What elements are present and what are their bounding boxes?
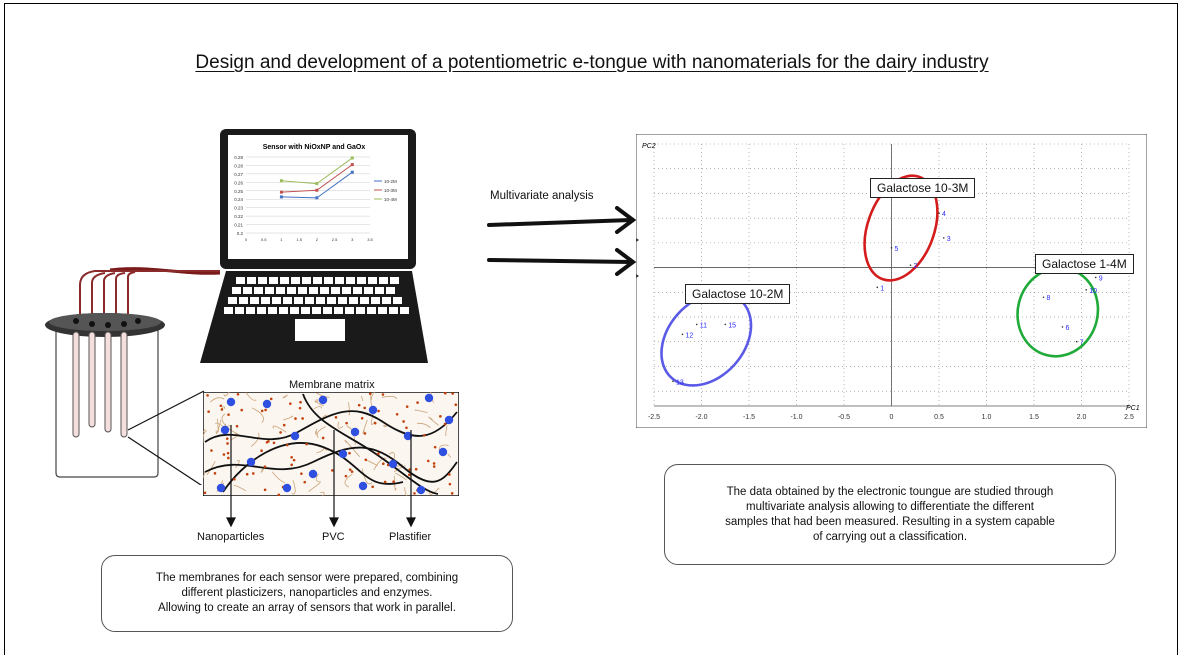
cluster-label: Galactose 10-2M — [685, 284, 791, 304]
laptop-chart-ytick: 0.2 — [237, 231, 244, 236]
analysis-arrows — [487, 206, 637, 276]
page-title: Design and development of a potentiometr… — [195, 52, 989, 73]
laptop-chart-xtick: 2.5 — [332, 237, 338, 242]
laptop-chart-legend: 10-2M — [384, 179, 397, 184]
scatter-point-label: 1 — [880, 285, 884, 292]
laptop-chart-xtick: 1.5 — [296, 237, 302, 242]
scatter-point-label: 12 — [686, 332, 694, 339]
scatter-point-label: 10 — [1089, 288, 1097, 295]
laptop-chart-ytick: 0.28 — [234, 155, 243, 160]
cluster-label: Galactose 10-3M — [870, 178, 976, 198]
laptop-chart-legend: 10-4M — [384, 197, 397, 202]
laptop-chart-xtick: 1 — [280, 237, 283, 242]
scatter-point — [942, 237, 945, 239]
scatter-point-label: 3 — [947, 236, 951, 243]
scatter-point-label: 5 — [895, 246, 899, 253]
pca-xtick: -2.0 — [695, 414, 707, 421]
scatter-point-label: 11 — [700, 322, 707, 329]
pca-xtick: 0 — [890, 414, 894, 421]
scatter-point — [1075, 340, 1078, 343]
analysis-description-box: The data obtained by the electronic toun… — [664, 464, 1116, 565]
membrane-pointers — [226, 425, 416, 528]
analysis-description-line: samples that had been measured. Resultin… — [725, 515, 1055, 528]
scatter-point-label: 7 — [1080, 340, 1084, 347]
analysis-description-line: The data obtained by the electronic toun… — [726, 485, 1054, 498]
pca-xtick: -2.5 — [648, 414, 660, 421]
electrode-wires — [79, 270, 220, 315]
e-tongue-illustration: Sensor with NiOxNP and GaOx 0.28 0.28 0.27… — [45, 129, 428, 485]
scatter-point — [695, 323, 698, 326]
cluster-ellipse — [863, 174, 939, 282]
label-plastifier: Plastifier — [389, 531, 432, 543]
laptop-chart-xtick: 3.5 — [367, 237, 373, 242]
scatter-point-label: 15 — [728, 322, 736, 329]
label-nanoparticles: Nanoparticles — [197, 531, 265, 543]
pca-xtick: -1.0 — [790, 414, 802, 421]
scatter-point — [1061, 326, 1064, 328]
label-pvc: PVC — [322, 531, 345, 543]
scatter-point — [672, 380, 674, 383]
scatter-point — [876, 286, 879, 289]
laptop-chart: Sensor with NiOxNP and GaOx 0.28 0.28 0.27… — [234, 144, 397, 242]
membrane-description-line: Allowing to create an array of sensors t… — [158, 602, 456, 614]
pca-xtick: -1.5 — [743, 414, 755, 421]
scatter-point-label: 13 — [676, 379, 684, 386]
laptop-chart-ytick: 0.22 — [234, 214, 243, 219]
scatter-point-label: 2 — [914, 263, 918, 270]
laptop-chart-xtick: 3 — [351, 237, 354, 242]
scatter-point — [724, 323, 727, 326]
scatter-point — [1042, 296, 1045, 299]
arrow-label: Multivariate analysis — [490, 190, 594, 202]
touchpad — [295, 319, 345, 341]
membrane-matrix — [203, 392, 459, 496]
laptop-chart-title: Sensor with NiOxNP and GaOx — [263, 144, 366, 151]
scatter-point-label: 8 — [1047, 295, 1051, 302]
pca-ylabel: PC2 — [642, 143, 656, 150]
scatter-point — [1094, 276, 1097, 279]
cluster-label: Galactose 1-4M — [1035, 254, 1134, 274]
laptop-chart-ytick: 0.23 — [234, 206, 243, 211]
laptop-chart-ytick: 0.25 — [234, 189, 243, 194]
pca-xtick: 1.0 — [982, 414, 992, 421]
scatter-point-label: 6 — [1066, 325, 1070, 332]
scatter-point-label: 9 — [1099, 275, 1103, 282]
laptop-chart-xtick: 2 — [316, 237, 319, 242]
membrane-title: Membrane matrix — [289, 379, 375, 391]
laptop-chart-ytick: 0.26 — [234, 180, 243, 185]
pca-xtick: 2.0 — [1077, 414, 1087, 421]
pca-xtick: 1.5 — [1029, 414, 1039, 421]
laptop-chart-ytick: 0.27 — [234, 172, 243, 177]
pca-xlabel: PC1 — [1126, 405, 1140, 412]
laptop-chart-ytick: 0.28 — [234, 163, 243, 168]
scatter-point — [909, 264, 912, 266]
pca-xtick: -0.5 — [838, 414, 850, 421]
scatter-point — [890, 247, 893, 249]
membrane-description-line: The membranes for each sensor were prepa… — [155, 572, 459, 584]
laptop-chart-ytick: 0.24 — [234, 197, 243, 202]
scatter-point-label: 4 — [942, 211, 946, 218]
membrane-description-box: The membranes for each sensor were prepa… — [101, 555, 513, 632]
laptop-chart-ytick: 0.21 — [234, 223, 243, 228]
analysis-description-line: of carrying out a classification. — [812, 530, 968, 543]
pca-xtick: 0.5 — [934, 414, 944, 421]
membrane-description-line: different plasticizers, nanoparticles an… — [181, 587, 433, 599]
pca-xtick: 2.5 — [1124, 414, 1134, 421]
scatter-point — [681, 333, 684, 336]
laptop-chart-xtick: 0 — [245, 237, 248, 242]
analysis-description-line: multivariate analysis allowing to differ… — [746, 500, 1034, 513]
laptop-chart-legend: 10-3M — [384, 188, 397, 193]
scatter-point — [1085, 289, 1088, 291]
beaker — [45, 313, 165, 478]
scatter-point — [938, 212, 940, 215]
laptop-chart-xtick: 0.5 — [261, 237, 267, 242]
